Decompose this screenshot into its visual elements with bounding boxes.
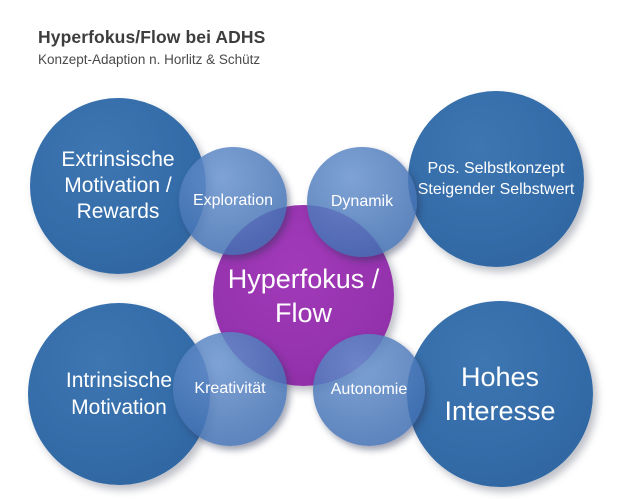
diagram-header: Hyperfokus/Flow bei ADHS Konzept-Adaptio… bbox=[38, 26, 265, 69]
node-pos-selbstkonzept: Pos. Selbstkonzept Steigender Selbstwert bbox=[408, 91, 584, 267]
node-label-line: Rewards bbox=[76, 200, 160, 223]
node-label: Exploration bbox=[192, 192, 274, 209]
node-label-line: Hyperfokus / bbox=[227, 263, 380, 294]
node-extrinsische-motivation: Extrinsische Motivation / Rewards bbox=[30, 98, 206, 274]
node-label-line: Extrinsische bbox=[61, 148, 175, 171]
node-label-line: Intrinsische bbox=[65, 369, 173, 392]
node-label-line: Motivation bbox=[71, 396, 167, 419]
node-label-line: Flow bbox=[274, 297, 332, 328]
node-label-line: Pos. Selbstkonzept bbox=[427, 160, 565, 177]
node-exploration: Exploration bbox=[179, 147, 287, 255]
node-label: Dynamik bbox=[330, 193, 394, 210]
node-label-line: Interesse bbox=[444, 396, 556, 426]
node-autonomie: Autonomie bbox=[313, 334, 425, 446]
node-hohes-interesse: Hohes Interesse bbox=[407, 301, 593, 487]
node-dynamik: Dynamik bbox=[307, 147, 417, 257]
node-label-line: Steigender Selbstwert bbox=[417, 181, 575, 198]
node-label-line: Hohes bbox=[460, 362, 540, 392]
node-label-line: Motivation / bbox=[64, 174, 172, 197]
node-kreativitaet: Kreativität bbox=[173, 332, 287, 446]
diagram-subtitle: Konzept-Adaption n. Horlitz & Schütz bbox=[38, 52, 261, 67]
node-label: Kreativität bbox=[194, 380, 266, 397]
diagram-title: Hyperfokus/Flow bei ADHS bbox=[38, 27, 266, 47]
node-label: Autonomie bbox=[330, 381, 408, 398]
